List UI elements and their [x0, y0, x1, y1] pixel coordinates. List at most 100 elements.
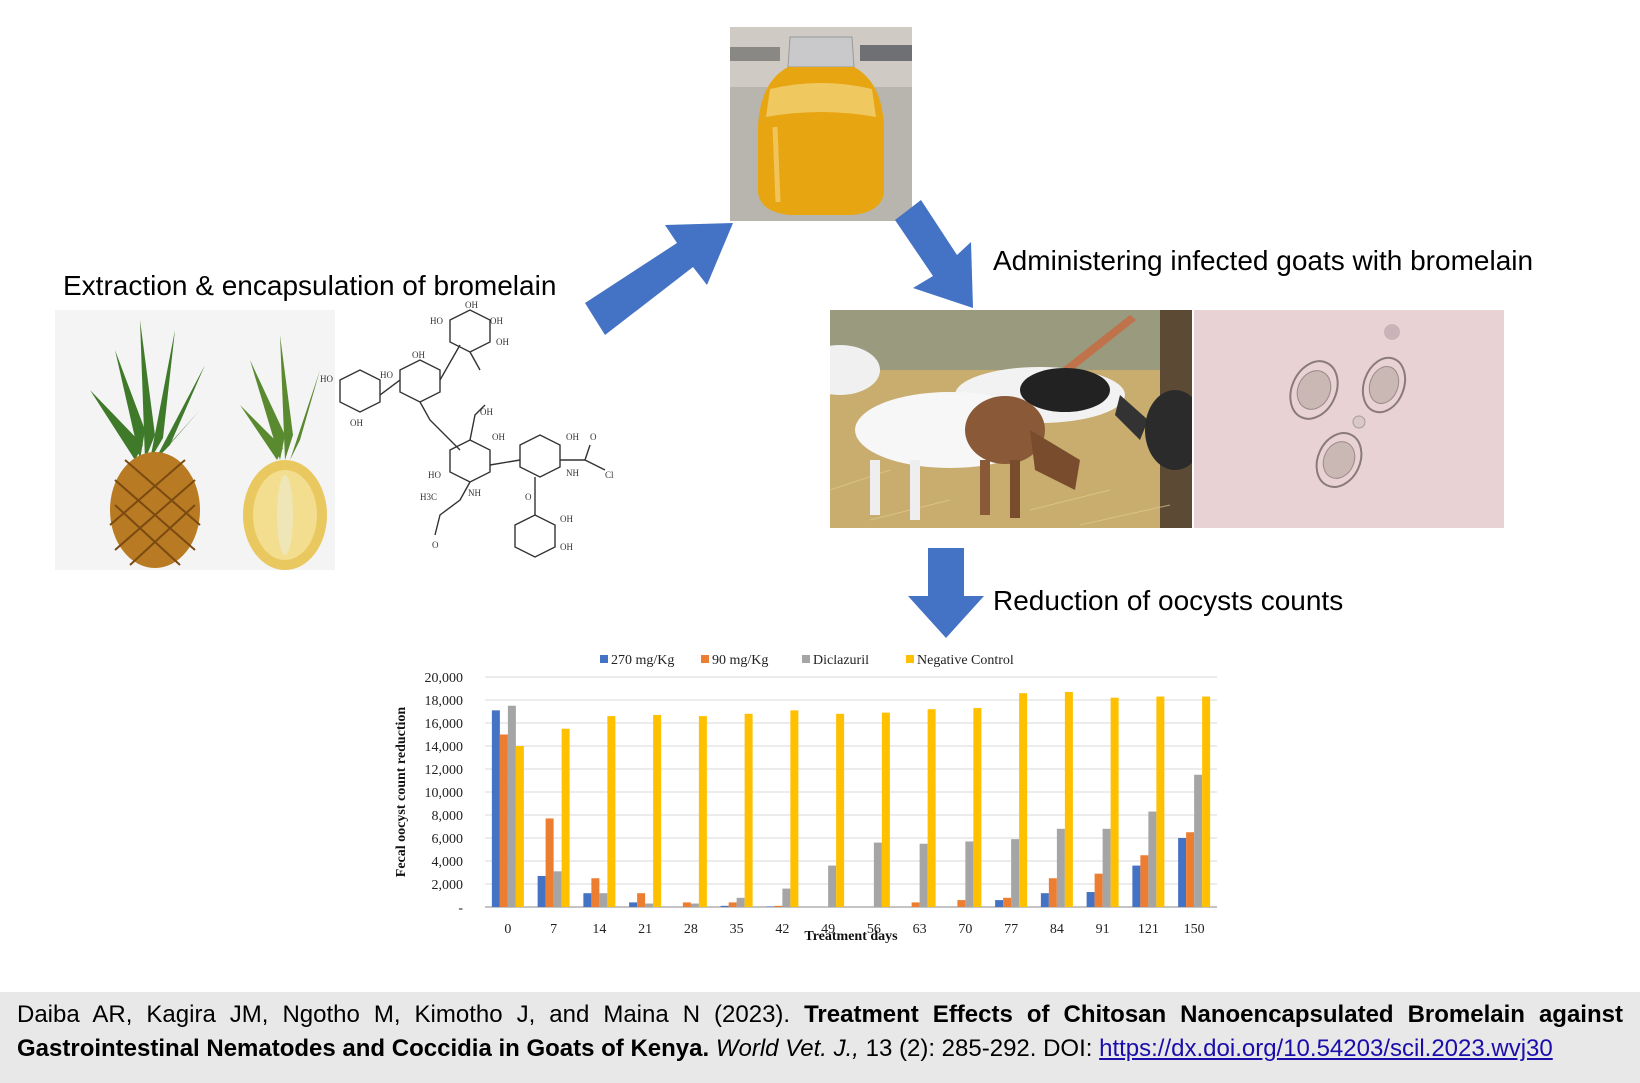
bar-diclazuril [736, 897, 745, 907]
x-tick-label: 35 [730, 922, 744, 937]
bar-270-mg-kg [995, 900, 1004, 907]
bar-90-mg-kg [1003, 897, 1012, 907]
bar-negative-control [653, 714, 662, 907]
chem-label: OH [465, 300, 478, 310]
bar-negative-control [927, 709, 936, 907]
chem-label: OH [350, 418, 363, 428]
bromelain-structure-diagram: OH HO OH OH HO OH HO OH OH HO OH OH H3C … [320, 300, 620, 590]
bar-negative-control [1202, 696, 1211, 907]
bar-negative-control [1019, 693, 1028, 907]
bar-diclazuril [645, 903, 654, 907]
y-tick-label: 2,000 [432, 878, 464, 893]
bar-90-mg-kg [1140, 855, 1149, 907]
bar-negative-control [881, 712, 890, 907]
y-tick-label: - [458, 901, 463, 916]
y-tick-label: 18,000 [425, 694, 464, 709]
bar-90-mg-kg [682, 902, 691, 907]
doi-link[interactable]: https://dx.doi.org/10.54203/scil.2023.wv… [1099, 1035, 1553, 1062]
caption-administering: Administering infected goats with bromel… [993, 245, 1534, 276]
legend-swatch [701, 655, 709, 663]
bar-270-mg-kg [1086, 892, 1095, 907]
bar-diclazuril [1056, 828, 1065, 907]
bar-diclazuril [873, 842, 882, 907]
chem-label: OH [560, 542, 573, 552]
x-tick-label: 150 [1184, 922, 1205, 937]
x-tick-label: 49 [821, 922, 835, 937]
caption-extraction: Extraction & encapsulation of bromelain [63, 270, 557, 301]
legend-label: Negative Control [917, 655, 1014, 668]
x-tick-label: 0 [504, 922, 511, 937]
bromelain-jar-image [730, 27, 912, 221]
bar-negative-control [744, 713, 753, 907]
bar-270-mg-kg [491, 710, 500, 907]
bar-90-mg-kg [911, 902, 920, 907]
chem-label: OH [480, 407, 493, 417]
arrow-to-goats-icon [895, 200, 973, 308]
bar-diclazuril [1102, 828, 1111, 907]
chem-label: NH [468, 488, 481, 498]
bar-270-mg-kg [1040, 893, 1049, 907]
bar-negative-control [698, 716, 707, 907]
chem-label: OH [566, 432, 579, 442]
y-tick-label: 10,000 [425, 786, 464, 801]
chem-label: O [590, 432, 597, 442]
arrow-to-jar-icon [585, 223, 733, 335]
y-tick-label: 4,000 [432, 855, 464, 870]
x-axis-title: Treatment days [804, 929, 898, 944]
arrow-to-chart-icon [908, 548, 984, 638]
bar-270-mg-kg [629, 902, 638, 907]
bar-diclazuril [507, 705, 516, 907]
bar-diclazuril [690, 903, 699, 907]
chem-label: O [525, 492, 532, 502]
x-tick-label: 91 [1096, 922, 1110, 937]
chem-label: H3C [420, 492, 437, 502]
legend-label: Diclazuril [813, 655, 869, 668]
x-tick-label: 42 [775, 922, 789, 937]
bar-90-mg-kg [499, 734, 508, 907]
chem-label: OH [492, 432, 505, 442]
bar-270-mg-kg [766, 906, 775, 907]
x-tick-label: 28 [684, 922, 698, 937]
bar-negative-control [1110, 697, 1119, 907]
bar-diclazuril [553, 871, 562, 907]
y-tick-label: 12,000 [425, 763, 464, 778]
chem-label: Cl [605, 470, 614, 480]
legend-label: 90 mg/Kg [712, 655, 768, 668]
bar-negative-control [973, 708, 982, 907]
bar-90-mg-kg [774, 905, 783, 907]
x-tick-label: 56 [867, 922, 881, 937]
chem-label: OH [490, 316, 503, 326]
citation-volume: 13 (2): 285-292. DOI: [858, 1035, 1100, 1062]
goats-image [830, 310, 1192, 528]
citation: Daiba AR, Kagira JM, Ngotho M, Kimotho J… [17, 998, 1623, 1066]
bar-diclazuril [599, 893, 608, 907]
bar-negative-control [1064, 691, 1073, 907]
y-tick-label: 6,000 [432, 832, 464, 847]
y-tick-label: 20,000 [425, 671, 464, 686]
x-tick-label: 63 [913, 922, 927, 937]
bar-90-mg-kg [957, 900, 966, 907]
chem-labels: OH HO OH OH HO OH HO OH OH HO OH OH H3C … [320, 300, 614, 552]
bar-negative-control [790, 710, 799, 907]
bar-negative-control [515, 746, 524, 907]
y-tick-label: 16,000 [425, 717, 464, 732]
bar-negative-control [607, 716, 616, 907]
bar-90-mg-kg [1048, 878, 1057, 907]
bar-negative-control [836, 713, 845, 907]
chem-label: NH [566, 468, 579, 478]
bar-90-mg-kg [1094, 873, 1103, 907]
chem-label: HO [380, 370, 393, 380]
citation-bar: Daiba AR, Kagira JM, Ngotho M, Kimotho J… [0, 992, 1640, 1083]
y-tick-label: 14,000 [425, 740, 464, 755]
x-tick-label: 70 [958, 922, 972, 937]
chem-label: OH [560, 514, 573, 524]
legend-swatch [802, 655, 810, 663]
chem-label: OH [496, 337, 509, 347]
oocyst-bar-chart: - 2,000 4,000 6,000 8,000 10,000 12,000 14,000 1… [394, 655, 1217, 944]
y-tick-label: 8,000 [432, 809, 464, 824]
bar-diclazuril [1148, 811, 1157, 907]
bar-90-mg-kg [545, 818, 554, 907]
x-tick-label: 21 [638, 922, 652, 937]
bar-diclazuril [782, 888, 791, 907]
bar-diclazuril [919, 843, 928, 907]
